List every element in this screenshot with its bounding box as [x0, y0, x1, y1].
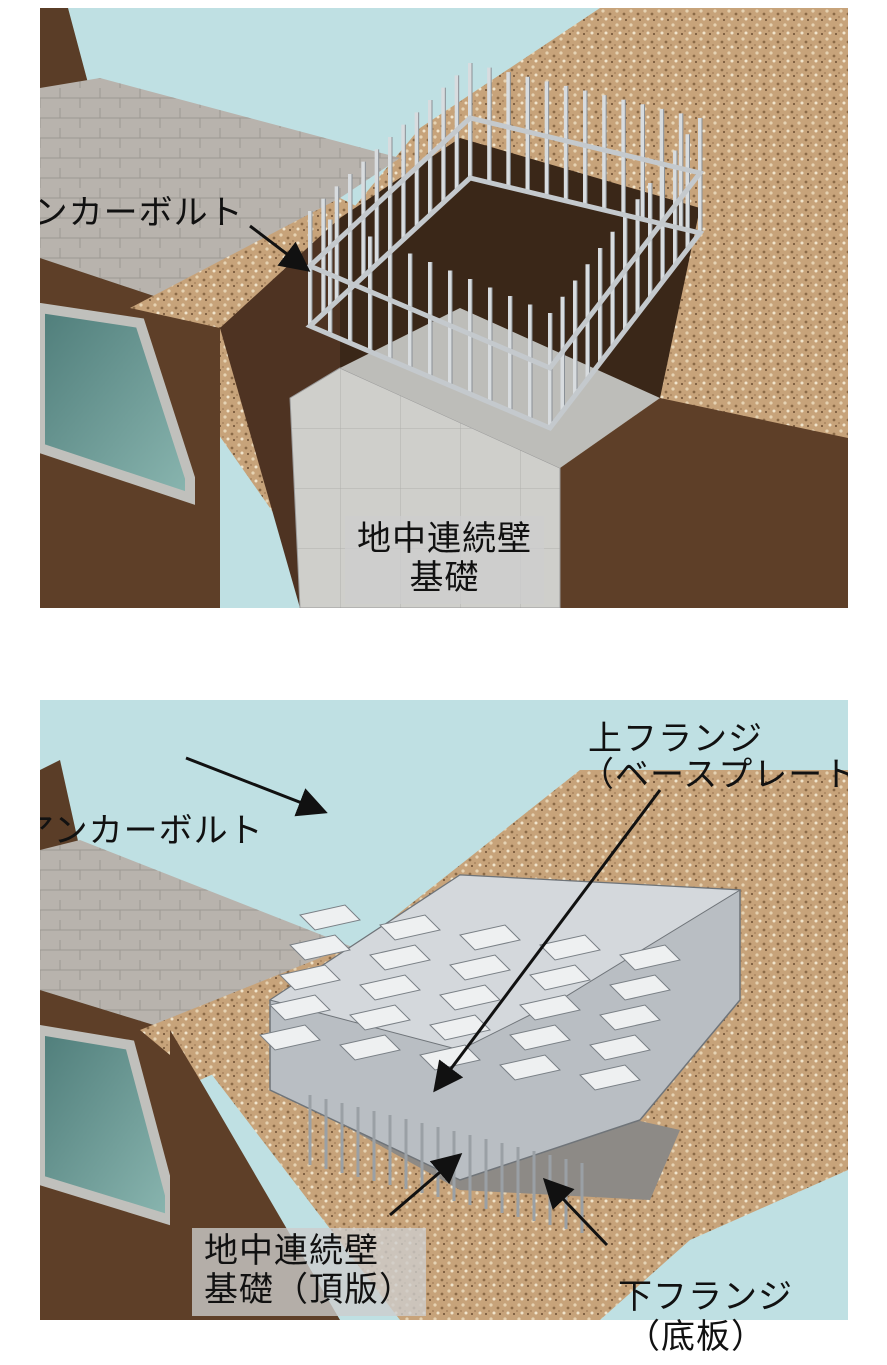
steel-cell	[339, 1034, 401, 1061]
steel-cell	[449, 954, 511, 981]
steel-cell	[359, 974, 421, 1001]
steel-cell	[279, 964, 341, 991]
steel-cell	[349, 1004, 411, 1031]
anchor-bolt-row	[308, 1095, 584, 1233]
steel-cell	[459, 924, 521, 951]
steel-cell	[619, 944, 681, 971]
diaphragm-wall-label-bottom-line2: 基礎（頂版）	[204, 1270, 414, 1311]
steel-cell	[609, 974, 671, 1001]
anchor-bolt-arrow-bottom	[185, 756, 328, 817]
diaphragm-wall-label-bottom-line1: 地中連続壁	[204, 1231, 379, 1271]
steel-cell	[529, 964, 591, 991]
lower-flange-label-line2: （底板）	[626, 1317, 766, 1357]
culvert-opening	[40, 302, 195, 505]
bolt-ring	[305, 175, 705, 432]
steel-cell	[599, 1004, 661, 1031]
steel-cell	[519, 994, 581, 1021]
ground-strip	[130, 198, 380, 328]
steel-cell	[589, 1034, 651, 1061]
steel-cell	[429, 1014, 491, 1041]
steel-cell	[289, 934, 351, 961]
diaphragm-wall-label-bottom: 地中連続壁 基礎（頂版）	[192, 1228, 426, 1317]
road-surface	[40, 78, 400, 318]
lower-flange-arrow	[542, 1177, 609, 1247]
steel-cell	[579, 1064, 641, 1091]
diaphragm-wall-label-line1: 地中連続壁	[357, 519, 532, 559]
diaphragm-wall-label-line2: 基礎	[409, 558, 480, 599]
bolt-ring	[305, 115, 705, 372]
upper-flange-arrow	[433, 789, 662, 1093]
steel-cell	[259, 1024, 321, 1051]
panel-anchor-bolt-view: アンカーボルト 地中連続壁 基礎	[40, 8, 848, 608]
diaphragm-wall-label: 地中連続壁 基礎	[345, 516, 544, 605]
panel-steel-base-view: 上フランジ （ベースプレート） アンカーボルト 地中連続壁 基礎（頂版） 下フラ…	[40, 700, 848, 1320]
upper-flange-label-line2: （ベースプレート）	[580, 755, 848, 795]
lower-flange-label-line1: 下フランジ	[618, 1277, 793, 1317]
steel-cell	[369, 944, 431, 971]
anchor-bolt-label-bottom: アンカーボルト	[40, 811, 264, 851]
steel-cell	[269, 994, 331, 1021]
steel-cell	[509, 1024, 571, 1051]
steel-cell	[379, 914, 441, 941]
upper-flange-label-line1: 上フランジ	[588, 719, 763, 759]
diaphragm-wall-arrow-bottom	[389, 1153, 463, 1217]
pier-top	[340, 308, 660, 468]
steel-cell	[539, 934, 601, 961]
ground-side-face-right	[560, 398, 848, 608]
anchor-bolt-label: アンカーボルト	[40, 193, 244, 233]
anchor-bolt-arrow	[249, 224, 311, 272]
steel-cell	[439, 984, 501, 1011]
anchor-bolt-cage	[305, 63, 705, 432]
steel-cell	[299, 904, 361, 931]
steel-cell	[499, 1054, 561, 1081]
